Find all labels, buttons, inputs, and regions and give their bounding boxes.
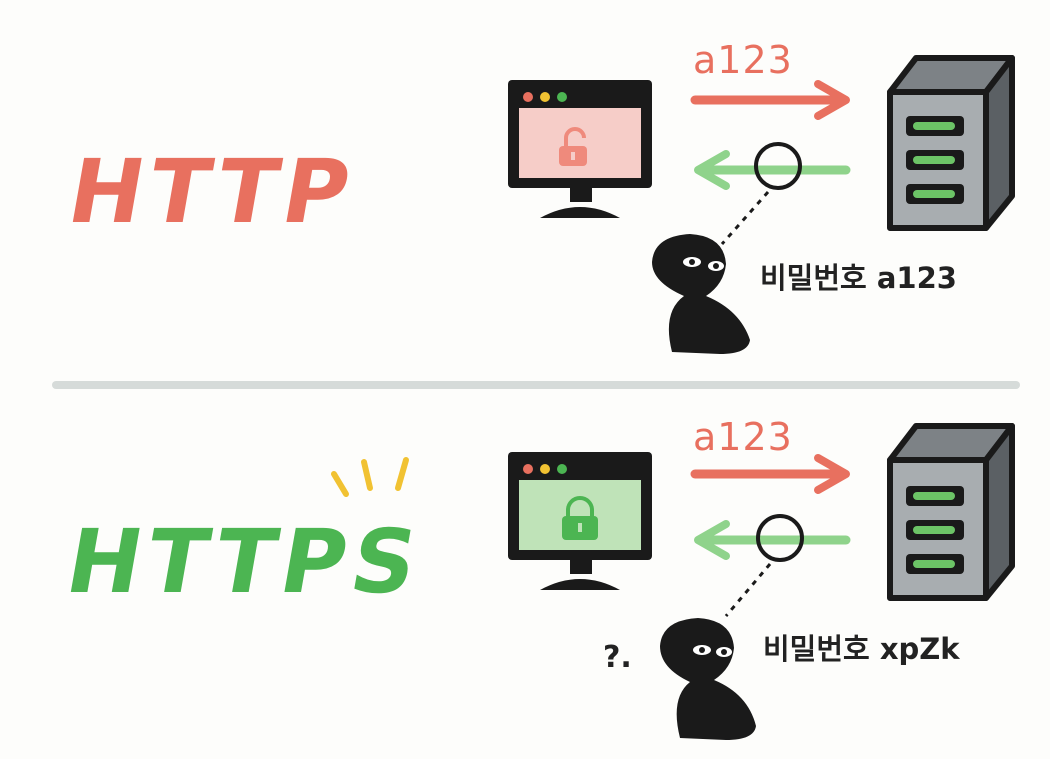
http-request-label: a123 [693,38,793,82]
sparkle-icon [331,457,409,497]
unlocked-padlock-icon [559,127,587,166]
http-eavesdropper-speech: 비밀번호 a123 [760,261,957,295]
http-server-icon [887,55,1015,231]
https-magnifier-circle-icon [756,514,804,562]
confusion-mark: ?. [603,640,632,675]
section-divider [52,381,1020,389]
https-request-label: a123 [693,415,793,459]
https-response-arrow [694,520,851,560]
http-response-arrow [694,150,851,190]
https-title: HTTPS [59,510,431,613]
https-monitor-icon [508,452,652,590]
http-monitor-icon [508,80,652,218]
https-server-icon [887,423,1015,601]
http-magnifier-circle-icon [754,142,802,190]
locked-padlock-icon [562,496,598,540]
https-eavesdropper-speech: 비밀번호 xpZk [763,632,960,666]
http-title: HTTP [61,140,364,243]
https-hacker-figure-icon [660,618,756,740]
http-request-arrow [690,80,850,120]
https-request-arrow [690,454,850,494]
http-hacker-figure-icon [652,234,750,354]
